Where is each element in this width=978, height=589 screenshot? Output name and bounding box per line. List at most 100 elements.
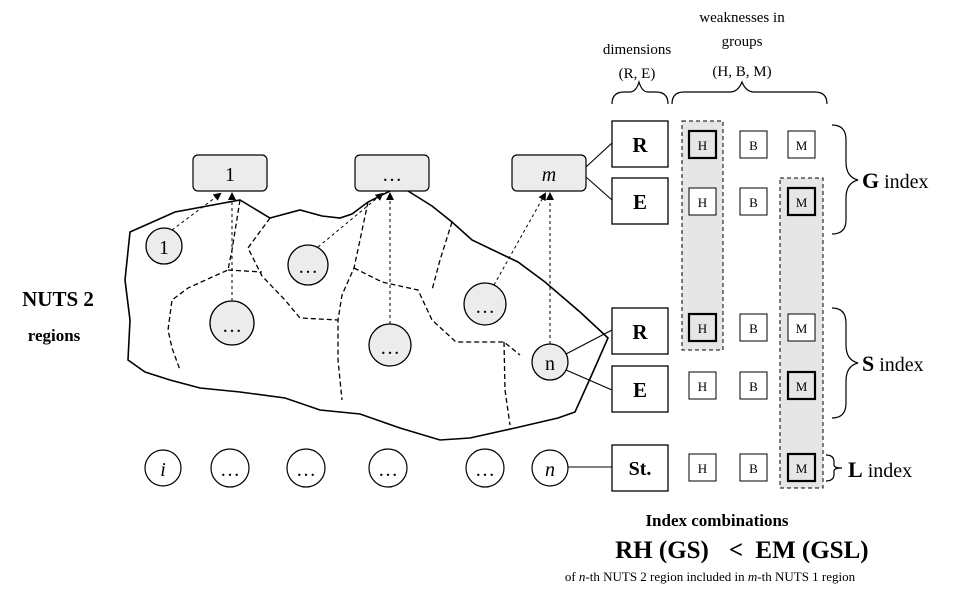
wk-box-g2-m: M — [786, 186, 817, 217]
dimensions-header-line1: dimensions — [603, 42, 671, 58]
footer-note-post: -th NUTS 1 region — [757, 569, 855, 584]
bottom-circle-dots-d: … — [465, 448, 505, 488]
wk-box-label: B — [749, 138, 758, 153]
wk-box-label: H — [698, 195, 707, 210]
wk-box-label: B — [749, 379, 758, 394]
region-dots-d-label: … — [475, 296, 495, 318]
wk-box-label: H — [698, 321, 707, 336]
wk-box-label: M — [796, 138, 808, 153]
bottom-circle-n-label: n — [545, 459, 555, 481]
map-internal-borders — [167, 199, 521, 426]
s-letter: S — [862, 351, 874, 376]
bottom-circle-i-label: i — [160, 459, 166, 481]
s-suffix: index — [874, 354, 923, 376]
wk-box-s1-b: B — [739, 313, 768, 342]
region-dots-a-label: … — [222, 315, 242, 337]
g-suffix: index — [879, 171, 928, 193]
dim-box-s-e: E — [611, 365, 669, 413]
footer-note-pre: of — [565, 569, 579, 584]
region-1: 1 — [145, 227, 183, 265]
l-suffix: index — [863, 460, 912, 482]
wk-box-g1-h: H — [687, 129, 718, 160]
regions-label: regions — [28, 326, 81, 345]
nuts1-box-middle-label: … — [382, 164, 402, 186]
wk-box-s2-h: H — [688, 371, 717, 400]
wk-box-label: M — [796, 321, 808, 336]
weaknesses-header-line2: groups — [722, 34, 763, 50]
footer-note-mid: -th NUTS 2 region included in — [585, 569, 747, 584]
region-dots-b-label: … — [298, 256, 318, 278]
nuts1-box-1-label: 1 — [225, 164, 235, 186]
dim-box-s-r: R — [611, 307, 669, 355]
footer-lt: < — [729, 537, 743, 564]
dim-box-l-st: St. — [611, 444, 669, 492]
nuts1-box-m-label: m — [542, 164, 556, 186]
dimension-connectors — [565, 142, 613, 468]
g-letter: G — [862, 168, 879, 193]
bottom-circle-dots-label: … — [296, 459, 316, 481]
wk-box-g2-h: H — [688, 187, 717, 216]
wk-box-s2-b: B — [739, 371, 768, 400]
nuts1-box-m: m — [511, 154, 587, 192]
wk-box-s1-m: M — [787, 313, 816, 342]
footer-note-m: m — [748, 569, 757, 584]
wk-box-l-h: H — [688, 453, 717, 482]
dimensions-header-line2: (R, E) — [619, 66, 656, 82]
bottom-circle-dots-c: … — [368, 448, 408, 488]
dim-box-g-r: R — [611, 120, 669, 168]
bottom-circle-dots-label: … — [220, 459, 240, 481]
wk-box-label: B — [749, 321, 758, 336]
dim-box-l-st-label: St. — [629, 458, 652, 480]
dim-box-g-e: E — [611, 177, 669, 225]
map-outline — [124, 185, 609, 441]
wk-box-label: B — [749, 195, 758, 210]
wk-box-s2-m: M — [786, 370, 817, 401]
wk-box-g1-m: M — [787, 130, 816, 159]
s-index-brace — [831, 307, 859, 419]
bottom-circle-dots-label: … — [475, 459, 495, 481]
l-index-label: L index — [848, 457, 912, 482]
dimensions-brace — [611, 79, 669, 105]
region-dots-c: … — [368, 323, 412, 367]
wk-box-label: M — [796, 461, 808, 476]
dim-box-s-e-label: E — [633, 378, 647, 402]
nuts2-label: NUTS 2 — [22, 287, 94, 311]
wk-box-g2-b: B — [739, 187, 768, 216]
footer-note-n: n — [579, 569, 586, 584]
region-1-label: 1 — [159, 237, 169, 259]
footer-combo-right: EM (GSL) — [755, 537, 868, 564]
dim-box-s-r-label: R — [632, 320, 648, 344]
wk-box-label: H — [698, 461, 707, 476]
region-dots-d: … — [463, 282, 507, 326]
s-index-label: S index — [862, 351, 924, 376]
region-dots-b: … — [287, 244, 329, 286]
wk-box-l-m: M — [786, 452, 817, 483]
wk-box-label: B — [749, 461, 758, 476]
bottom-circle-dots-label: … — [378, 459, 398, 481]
region-n: n — [531, 343, 569, 381]
nuts1-box-1: 1 — [192, 154, 268, 192]
footer-title: Index combinations — [645, 511, 788, 530]
wk-box-l-b: B — [739, 453, 768, 482]
svg-text:L index: L index — [848, 457, 912, 482]
weaknesses-header-line3: (H, B, M) — [712, 64, 771, 80]
weaknesses-header-line1: weaknesses in — [699, 10, 785, 26]
footer-combo-left: RH (GS) — [615, 537, 709, 564]
dim-box-g-r-label: R — [632, 133, 648, 157]
h-highlight-column — [681, 120, 724, 351]
nuts1-box-middle: … — [354, 154, 430, 192]
footer-note: of n-th NUTS 2 region included in m-th N… — [565, 569, 856, 584]
bottom-circle-dots-a: … — [210, 448, 250, 488]
wk-box-s1-h: H — [687, 312, 718, 343]
wk-box-label: H — [698, 138, 707, 153]
bottom-circle-dots-b: … — [286, 448, 326, 488]
bottom-circle-n: n — [531, 449, 569, 487]
l-index-brace — [825, 454, 843, 482]
dim-box-g-e-label: E — [633, 190, 647, 214]
region-dots-c-label: … — [380, 337, 400, 359]
wk-box-g1-b: B — [739, 130, 768, 159]
g-index-brace — [831, 124, 859, 235]
g-index-label: G index — [862, 168, 929, 193]
svg-text:S index: S index — [862, 351, 924, 376]
